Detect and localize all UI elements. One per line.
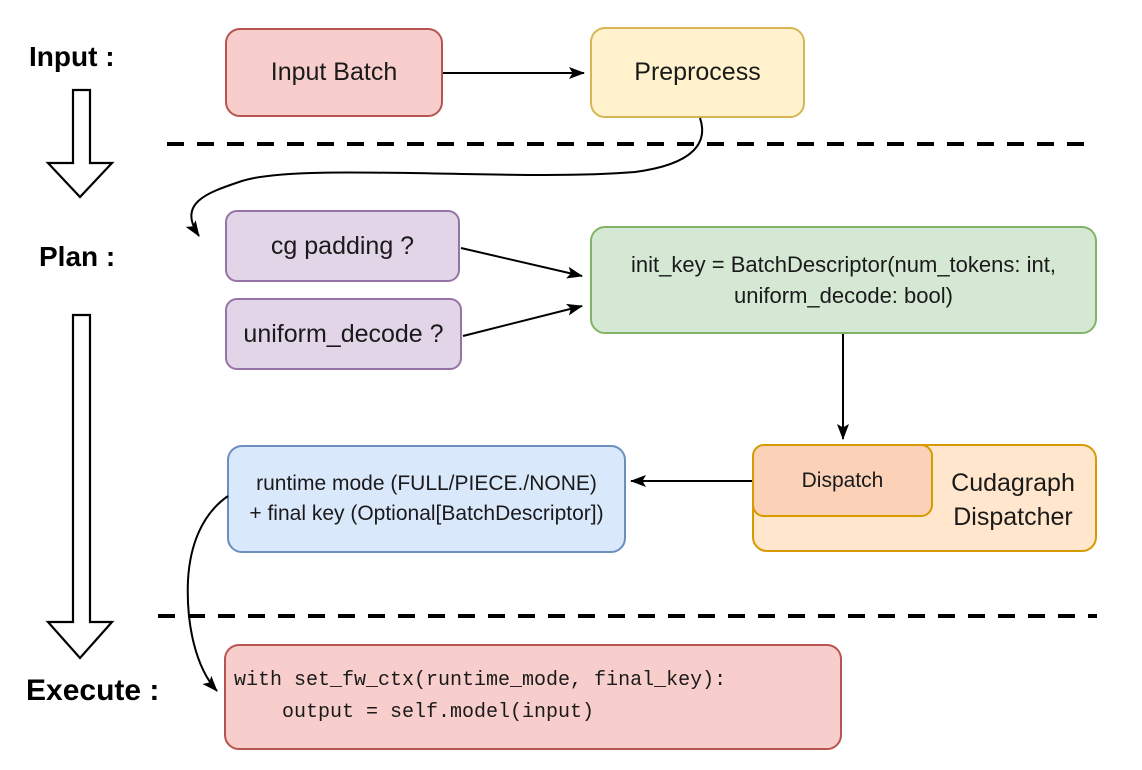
node-runtime-mode-final-key: runtime mode (FULL/PIECE./NONE) + final … [227,445,626,553]
node-preprocess: Preprocess [590,27,805,118]
node-uniform-decode-label: uniform_decode ? [243,319,444,348]
node-cg-padding-label: cg padding ? [270,231,415,260]
node-dispatch: Dispatch [752,444,933,517]
node-init-key: init_key = BatchDescriptor(num_tokens: i… [590,226,1097,334]
node-cudagraph-dispatcher-line2: Dispatcher [953,503,1073,531]
node-cudagraph-dispatcher-line1: Cudagraph [951,469,1075,497]
node-input-batch: Input Batch [225,28,443,117]
node-preprocess-label: Preprocess [634,58,761,86]
node-execute-code-line1: with set_fw_ctx(runtime_mode, final_key)… [234,669,727,692]
stage-label-input: Input : [29,41,115,72]
node-uniform-decode: uniform_decode ? [225,298,462,370]
stage-label-execute: Execute : [26,674,160,707]
node-init-key-line1: init_key = BatchDescriptor(num_tokens: i… [631,252,1056,277]
stage-arrow-plan-icon [45,313,115,660]
arrow-uniform-decode-to-init-key [462,303,583,337]
node-cudagraph-dispatcher-caption: Cudagraph Dispatcher [930,466,1096,534]
arrow-runtime-mode-to-execute-code [186,495,229,692]
node-execute-code: with set_fw_ctx(runtime_mode, final_key)… [224,644,842,750]
node-dispatch-label: Dispatch [801,468,884,492]
node-cg-padding: cg padding ? [225,210,460,282]
arrow-cg-padding-to-init-key [460,247,583,279]
stage-arrow-input-icon [45,88,115,199]
node-execute-code-line2: output = self.model(input) [234,701,595,724]
node-runtime-mode-line2: + final key (Optional[BatchDescriptor]) [249,502,604,525]
node-init-key-line2: uniform_decode: bool) [734,283,953,308]
node-runtime-mode-line1: runtime mode (FULL/PIECE./NONE) [256,472,597,495]
stage-label-plan: Plan : [39,241,116,272]
node-input-batch-label: Input Batch [270,58,398,86]
